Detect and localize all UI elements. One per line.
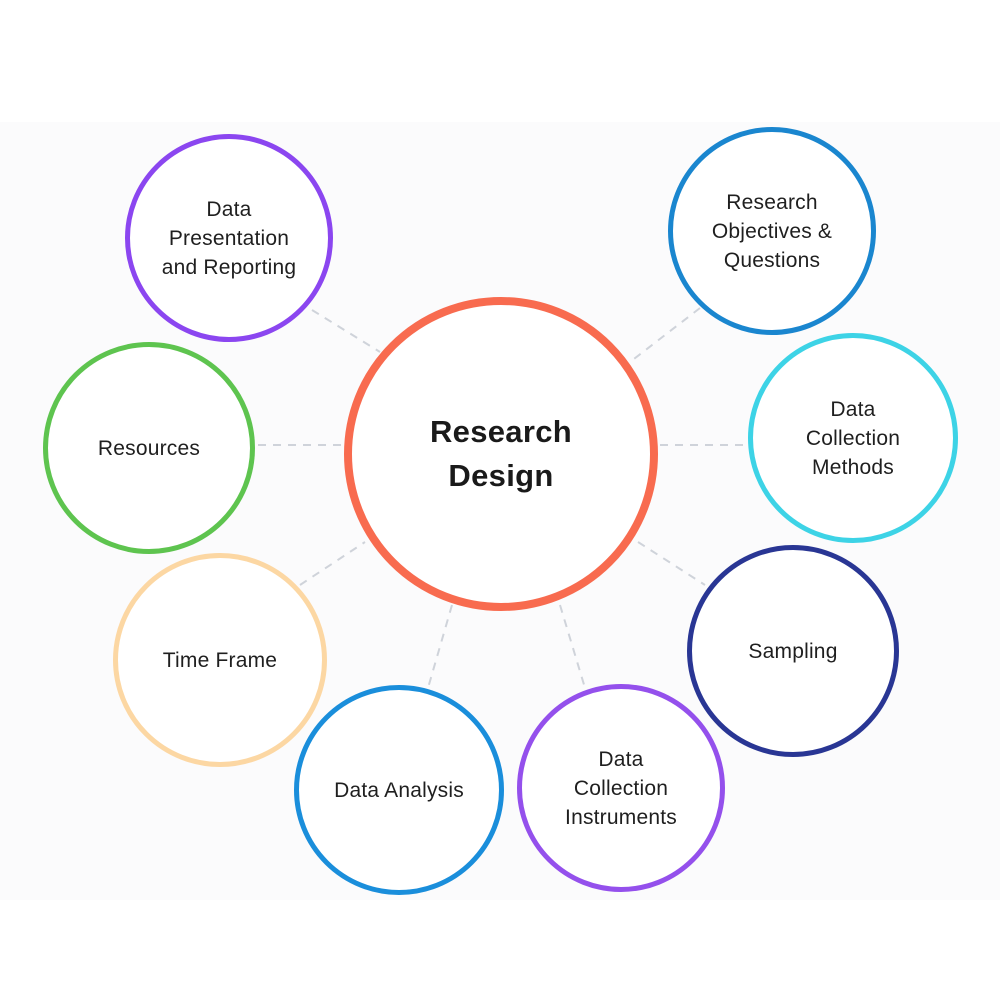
- node-label: Data Presentation and Reporting: [161, 197, 297, 279]
- connector-research-objectives: [629, 307, 701, 363]
- node-label: Time Frame: [162, 648, 278, 672]
- node-research-objectives-questions: Research Objectives & Questions: [668, 127, 876, 335]
- connector-data-analysis: [427, 604, 453, 689]
- node-label: Data Analysis: [334, 778, 464, 802]
- node-label: Sampling: [748, 639, 838, 663]
- center-label: Research Design: [430, 414, 572, 493]
- center-node-research-design: Research Design: [344, 297, 658, 611]
- node-resources: Resources: [43, 342, 255, 554]
- connector-time-frame: [299, 541, 366, 586]
- node-label: Data Collection Methods: [805, 397, 901, 479]
- node-time-frame: Time Frame: [113, 553, 327, 767]
- connector-data-presentation: [311, 309, 381, 353]
- node-label: Data Collection Instruments: [565, 747, 677, 829]
- node-label: Research Objectives & Questions: [711, 190, 833, 272]
- node-label: Resources: [97, 436, 201, 460]
- connector-sampling: [637, 541, 706, 586]
- node-sampling: Sampling: [687, 545, 899, 757]
- node-data-collection-instruments: Data Collection Instruments: [517, 684, 725, 892]
- node-data-analysis: Data Analysis: [294, 685, 504, 895]
- node-data-collection-methods: Data Collection Methods: [748, 333, 958, 543]
- node-data-presentation-and-reporting: Data Presentation and Reporting: [125, 134, 333, 342]
- connector-data-collection-instruments: [559, 604, 586, 689]
